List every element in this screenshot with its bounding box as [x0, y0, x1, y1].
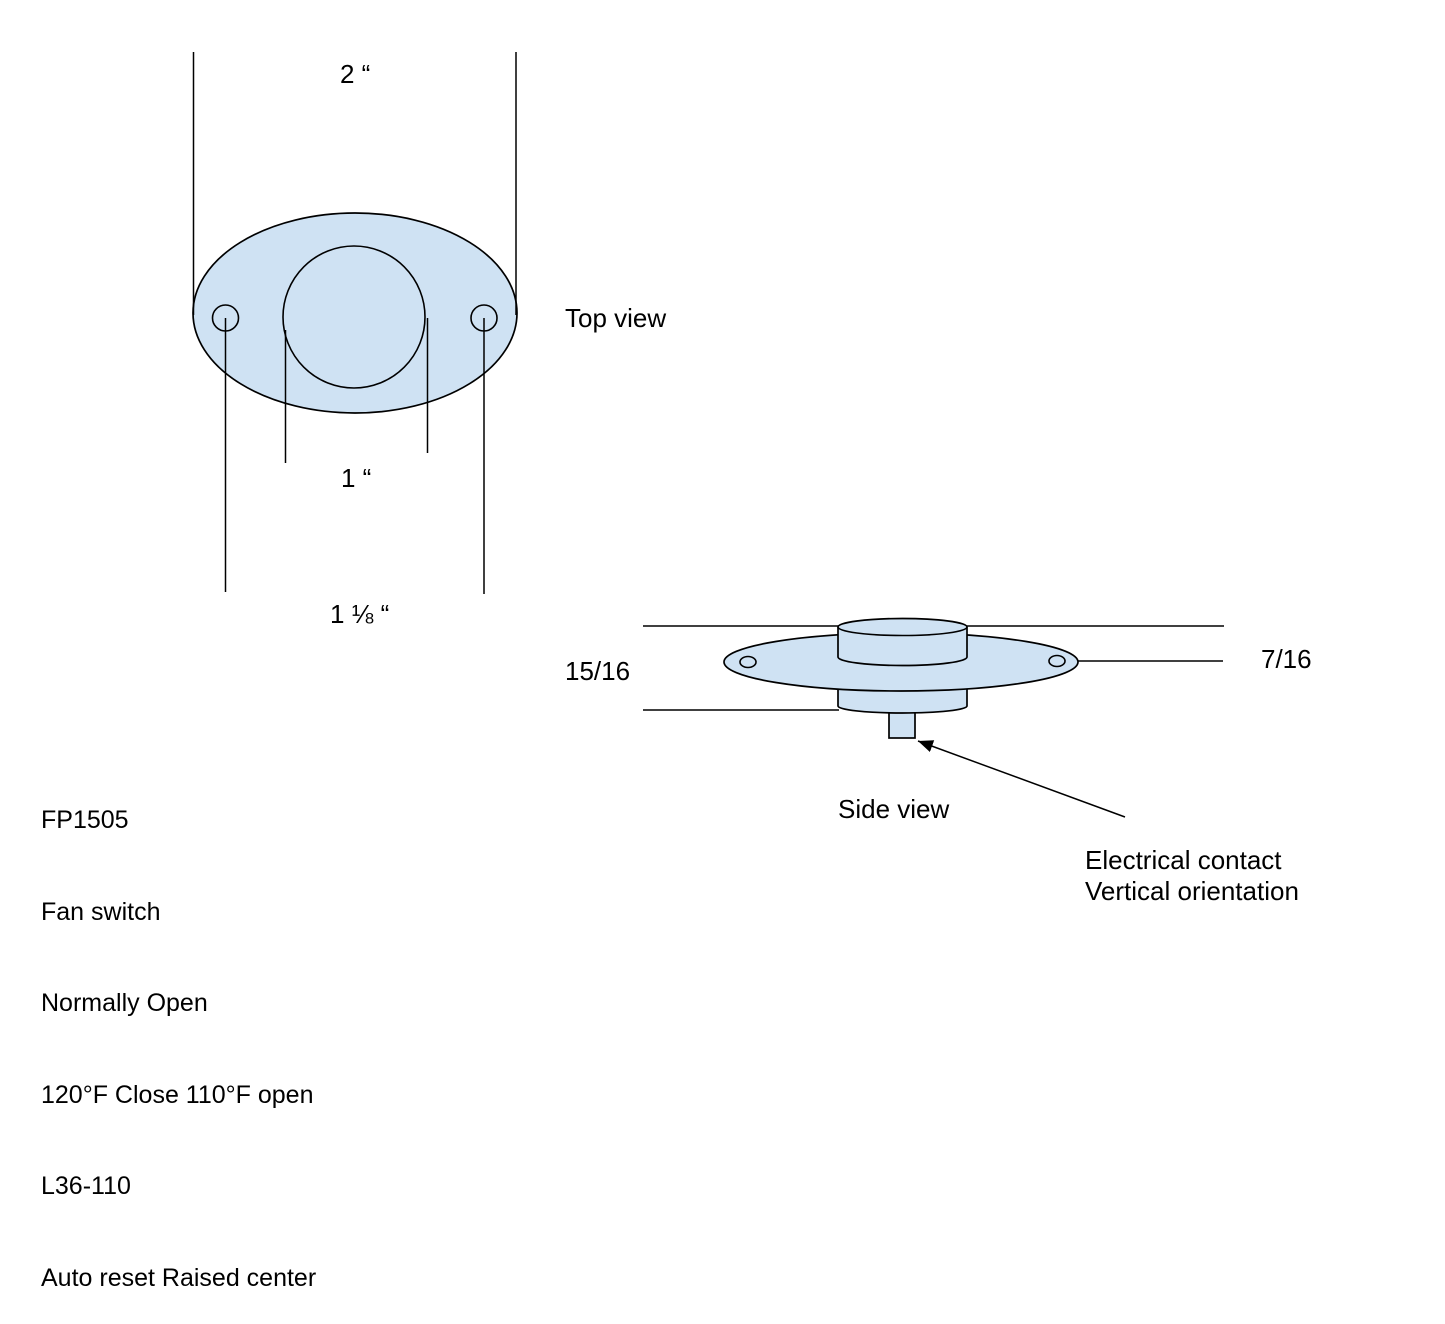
side-view-label: Side view — [838, 794, 949, 824]
spec-block: FP1505 Fan switch Normally Open 120°F Cl… — [41, 744, 316, 1324]
dim-label-hole-spacing: 1 ⅛ “ — [330, 599, 389, 629]
top-view: 2 “ Top view 1 “ 1 ⅛ “ — [192, 52, 666, 629]
dim-label-overall-height: 15/16 — [565, 656, 630, 686]
side-view-raised-center — [837, 617, 968, 667]
dim-label-raised-center-height: 7/16 — [1261, 644, 1312, 674]
spec-line-model: FP1505 — [41, 806, 129, 834]
spec-line-type: Fan switch — [41, 897, 161, 926]
dim-label-center-diameter: 1 “ — [341, 463, 371, 493]
top-view-raised-center — [282, 245, 426, 389]
annotation-arrow-line — [917, 740, 1126, 818]
side-view-hole-left — [739, 655, 757, 669]
annotation-line-2: Vertical orientation — [1085, 876, 1299, 906]
diagram-canvas: 2 “ Top view 1 “ 1 ⅛ “ 15/16 7/16 Side v… — [192, 52, 1312, 906]
side-view: 15/16 7/16 Side view Electrical contact … — [565, 617, 1312, 906]
spec-line-state: Normally Open — [41, 989, 208, 1017]
side-view-hole-right — [1048, 654, 1066, 668]
top-view-label: Top view — [565, 303, 666, 333]
spec-line-reset: Auto reset Raised center — [41, 1263, 317, 1292]
spec-line-temps: 120°F Close 110°F open — [41, 1080, 314, 1109]
spec-line-part: L36-110 — [41, 1172, 131, 1200]
side-view-raised-center-front-edge — [837, 626, 968, 637]
dim-label-overall-width: 2 “ — [340, 59, 370, 89]
top-view-flange-body — [192, 212, 518, 414]
annotation-line-1: Electrical contact — [1085, 845, 1282, 875]
